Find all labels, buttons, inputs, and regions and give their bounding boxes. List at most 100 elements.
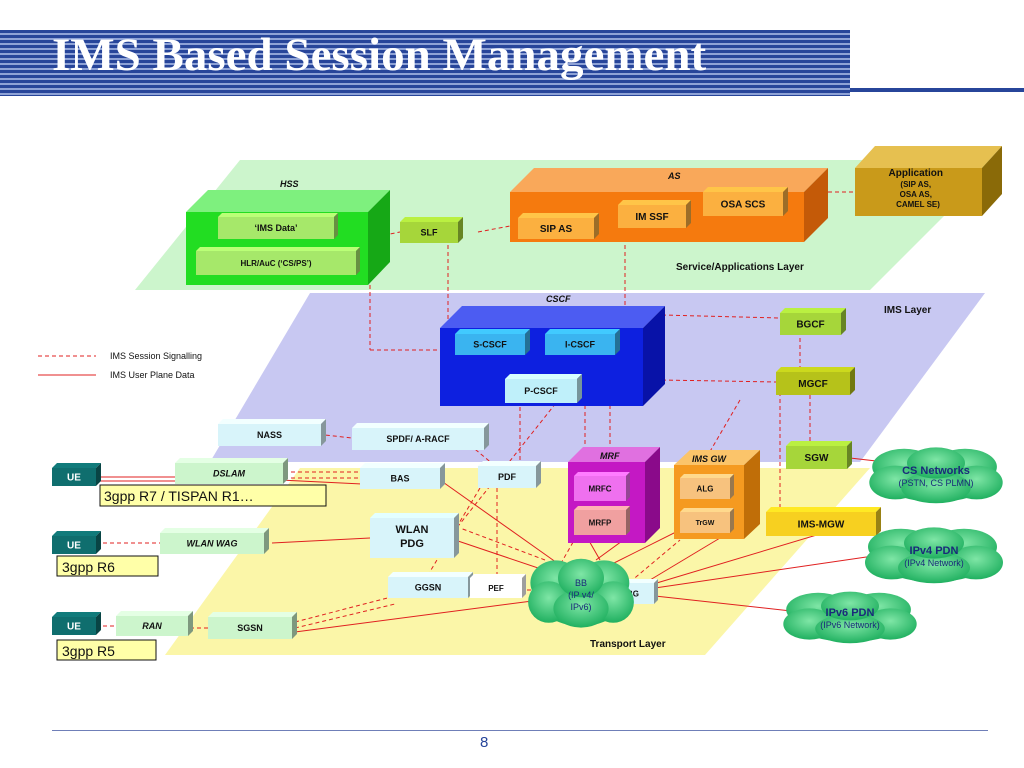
i-cscf-label: I-CSCF	[565, 340, 595, 350]
pdf-label: PDF	[498, 472, 517, 482]
sip-as-box: SIP AS	[518, 213, 599, 239]
hlr-auc-box: HLR/AuC (‘CS/PS’)	[196, 247, 360, 275]
sgw-label: SGW	[805, 453, 829, 464]
bgcf-label: BGCF	[796, 320, 824, 331]
alg-box: ALG	[680, 474, 734, 499]
cs-networks-cloud-label-1: CS Networks	[902, 465, 970, 477]
bb-cloud: BB (IP v4/IPv6)	[528, 558, 634, 628]
application-label: Application (SIP AS, OSA AS, CAMEL SE)	[889, 163, 948, 209]
bas-label: BAS	[390, 474, 409, 484]
dslam-label: DSLAM	[213, 469, 245, 479]
p-cscf-label: P-CSCF	[524, 386, 558, 396]
ims-data-label: ‘IMS Data’	[254, 223, 297, 233]
cs-networks-cloud-label-2: (PSTN, CS PLMN)	[898, 478, 973, 488]
node-boxes: ‘IMS Data’ HLR/AuC (‘CS/PS’) SLF SIP AS IM S…	[52, 187, 881, 639]
legend-user-plane-label: IMS User Plane Data	[110, 370, 195, 380]
ggsn-box: GGSN	[388, 572, 473, 598]
application-box	[855, 146, 1002, 216]
ipv4-pdn-cloud-label-1: IPv4 PDN	[910, 545, 959, 557]
ipv6-pdn-cloud-label-2: (IPv6 Network)	[820, 620, 880, 630]
ue-label-3: UE	[67, 622, 81, 633]
ims-mgw-box: IMS-MGW	[766, 507, 881, 536]
im-ssf-label: IM SSF	[635, 212, 668, 223]
sgw-box: SGW	[786, 441, 852, 469]
mrfp-label: MRFP	[589, 518, 612, 527]
ims-layer-label: IMS Layer	[884, 305, 931, 316]
bb-cloud-label-2: (IP v4/	[568, 590, 594, 600]
bb-cloud-label-3: IPv6)	[570, 602, 591, 612]
i-cscf-box: I-CSCF	[545, 329, 620, 355]
ran-box: RAN	[116, 611, 193, 636]
mgcf-label: MGCF	[798, 379, 827, 390]
wlan-pdg-box: WLAN PDG	[370, 513, 459, 558]
sgsn-box: SGSN	[208, 612, 297, 639]
slide-title: IMS Based Session Management	[52, 29, 707, 81]
trgw-label: TrGW	[696, 520, 715, 527]
alg-label: ALG	[697, 484, 714, 493]
application-title: Application	[889, 168, 943, 179]
release-labels: 3gpp R7 / TISPAN R1… 3gpp R6 3gpp R5	[56, 484, 327, 661]
cloud-group: CS Networks(PSTN, CS PLMN) IPv4 PDN(IPv4 …	[528, 447, 1003, 644]
nass-box: NASS	[218, 419, 326, 446]
ue-box-1: UE	[52, 463, 101, 486]
wlan-pdg-label-1: WLAN	[396, 524, 429, 536]
ipv6-pdn-cloud: IPv6 PDN(IPv6 Network)	[783, 591, 917, 644]
wlan-wag-label: WLAN WAG	[187, 539, 238, 549]
release-r6-label: 3gpp R6	[62, 559, 115, 575]
mrf-label: MRF	[600, 451, 620, 461]
wlan-wag-box: WLAN WAG	[160, 528, 269, 554]
bb-cloud-label-1: BB	[575, 578, 587, 588]
title-band	[0, 30, 850, 96]
dslam-box: DSLAM	[175, 458, 288, 484]
ims-data-box: ‘IMS Data’	[218, 213, 338, 239]
wlan-pdg-label-2: PDG	[400, 538, 424, 550]
sip-as-label: SIP AS	[540, 224, 573, 235]
ipv6-pdn-cloud-label-1: IPv6 PDN	[826, 607, 875, 619]
ran-label: RAN	[142, 621, 162, 631]
pef-label: PEF	[488, 584, 504, 593]
as-label: AS	[667, 171, 681, 181]
ggsn-label: GGSN	[415, 583, 442, 593]
application-sub-3: CAMEL SE)	[896, 200, 940, 209]
transport-layer-label: Transport Layer	[590, 639, 666, 650]
ims-mgw-label: IMS-MGW	[798, 520, 845, 531]
im-ssf-box: IM SSF	[618, 200, 691, 228]
ipv4-pdn-cloud-label-2: (IPv4 Network)	[904, 558, 964, 568]
osa-scs-label: OSA SCS	[721, 200, 766, 211]
nass-label: NASS	[257, 430, 282, 440]
spdf-box: SPDF/ A-RACF	[352, 423, 489, 450]
ue-box-2: UE	[52, 531, 101, 554]
sgsn-label: SGSN	[237, 623, 263, 633]
trgw-box: TrGW	[680, 508, 734, 533]
ue-label-2: UE	[67, 541, 81, 552]
title-rule	[850, 88, 1024, 92]
bg-label: BG	[627, 589, 639, 598]
mrfc-label: MRFC	[588, 484, 611, 493]
page-number: 8	[480, 734, 489, 751]
release-r7-label: 3gpp R7 / TISPAN R1…	[104, 488, 254, 504]
application-sub-1: (SIP AS,	[900, 180, 931, 189]
footer-rule	[52, 730, 988, 731]
ipv4-pdn-cloud: IPv4 PDN(IPv4 Network)	[865, 527, 1003, 584]
legend: IMS Session Signalling IMS User Plane Da…	[38, 351, 202, 380]
s-cscf-box: S-CSCF	[455, 329, 530, 355]
spdf-label: SPDF/ A-RACF	[386, 434, 450, 444]
cscf-group	[440, 306, 665, 406]
s-cscf-label: S-CSCF	[473, 340, 507, 350]
ue-label-1: UE	[67, 473, 81, 484]
legend-signalling-label: IMS Session Signalling	[110, 351, 202, 361]
mrfp-box: MRFP	[574, 506, 630, 535]
mrfc-box: MRFC	[574, 472, 630, 501]
mgcf-box: MGCF	[776, 367, 855, 395]
bas-box: BAS	[360, 463, 445, 489]
osa-scs-box: OSA SCS	[703, 187, 788, 216]
slf-box: SLF	[400, 217, 463, 243]
pef-box: PEF	[470, 574, 526, 598]
signalling-lines	[96, 191, 855, 629]
hss-label: HSS	[280, 179, 299, 189]
service-layer-label: Service/Applications Layer	[676, 262, 804, 273]
p-cscf-box: P-CSCF	[505, 374, 582, 403]
application-sub-2: OSA AS,	[900, 190, 932, 199]
cs-networks-cloud: CS Networks(PSTN, CS PLMN)	[869, 447, 1003, 504]
